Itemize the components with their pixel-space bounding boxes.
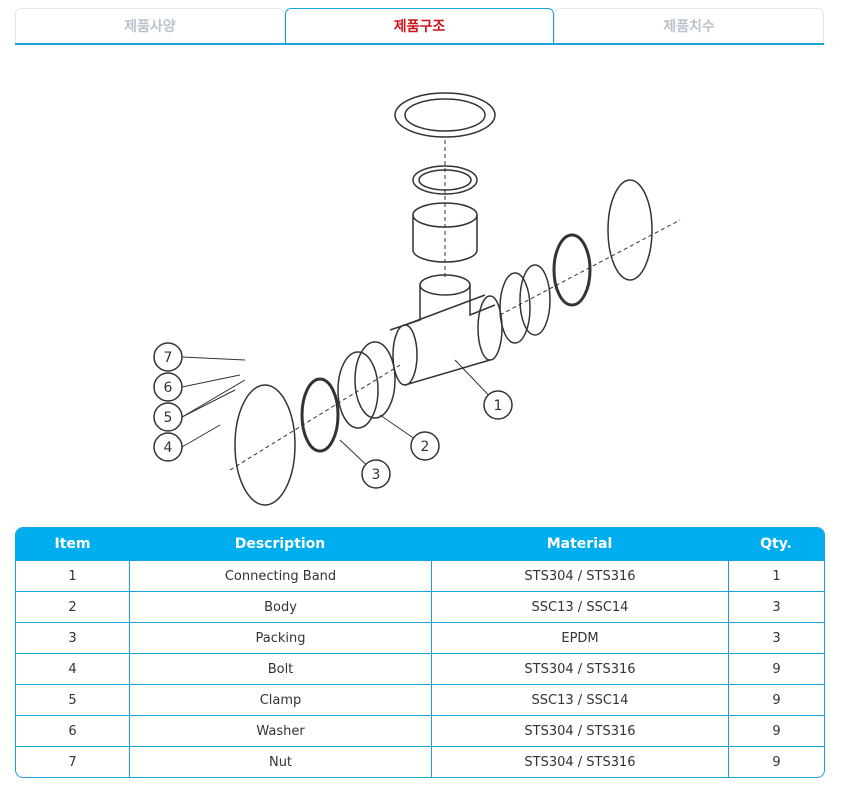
cell-material: STS304 / STS316 (431, 715, 728, 746)
left-body (337, 341, 396, 429)
top-clamp (394, 92, 496, 138)
table-header-row: Item Description Material Qty. (16, 528, 824, 560)
callout-5: 5 (164, 410, 173, 426)
cell-material: STS304 / STS316 (431, 560, 728, 591)
right-clamp (607, 179, 653, 281)
cell-material: STS304 / STS316 (431, 653, 728, 684)
cell-material: SSC13 / SSC14 (431, 684, 728, 715)
cell-material: STS304 / STS316 (431, 746, 728, 777)
cell-qty: 9 (728, 684, 824, 715)
callout-1: 1 (494, 398, 503, 414)
header-item: Item (16, 528, 129, 560)
cell-qty: 3 (728, 591, 824, 622)
cell-material: EPDM (431, 622, 728, 653)
header-qty: Qty. (728, 528, 824, 560)
cell-item: 5 (16, 684, 129, 715)
cell-description: Bolt (129, 653, 431, 684)
cell-item: 7 (16, 746, 129, 777)
tab-bar: 제품사양 제품구조 제품치수 (15, 8, 825, 45)
cell-item: 6 (16, 715, 129, 746)
cell-description: Connecting Band (129, 560, 431, 591)
tab-structure[interactable]: 제품구조 (284, 8, 555, 43)
cell-qty: 1 (728, 560, 824, 591)
callout-7: 7 (164, 350, 173, 366)
cell-qty: 9 (728, 715, 824, 746)
right-packing (552, 233, 592, 307)
cell-description: Clamp (129, 684, 431, 715)
cell-description: Body (129, 591, 431, 622)
callout-4: 4 (164, 440, 173, 456)
callout-3: 3 (372, 467, 381, 483)
top-packing (412, 165, 478, 195)
tee-connecting-band (389, 274, 503, 386)
cell-qty: 3 (728, 622, 824, 653)
left-packing (300, 377, 340, 453)
tab-dimensions[interactable]: 제품치수 (554, 8, 825, 43)
callout-2: 2 (421, 439, 430, 455)
cell-description: Packing (129, 622, 431, 653)
header-description: Description (129, 528, 431, 560)
right-body (499, 264, 551, 344)
cell-qty: 9 (728, 653, 824, 684)
cell-material: SSC13 / SSC14 (431, 591, 728, 622)
cell-item: 2 (16, 591, 129, 622)
cell-item: 3 (16, 622, 129, 653)
exploded-structure-diagram: 1 2 3 4 5 6 7 (153, 92, 681, 506)
cell-item: 4 (16, 653, 129, 684)
tab-specification[interactable]: 제품사양 (15, 8, 285, 43)
header-material: Material (431, 528, 728, 560)
cell-description: Nut (129, 746, 431, 777)
top-body (412, 202, 478, 263)
cell-qty: 9 (728, 746, 824, 777)
left-clamp (234, 384, 296, 506)
cell-item: 1 (16, 560, 129, 591)
cell-description: Washer (129, 715, 431, 746)
callout-6: 6 (164, 380, 173, 396)
